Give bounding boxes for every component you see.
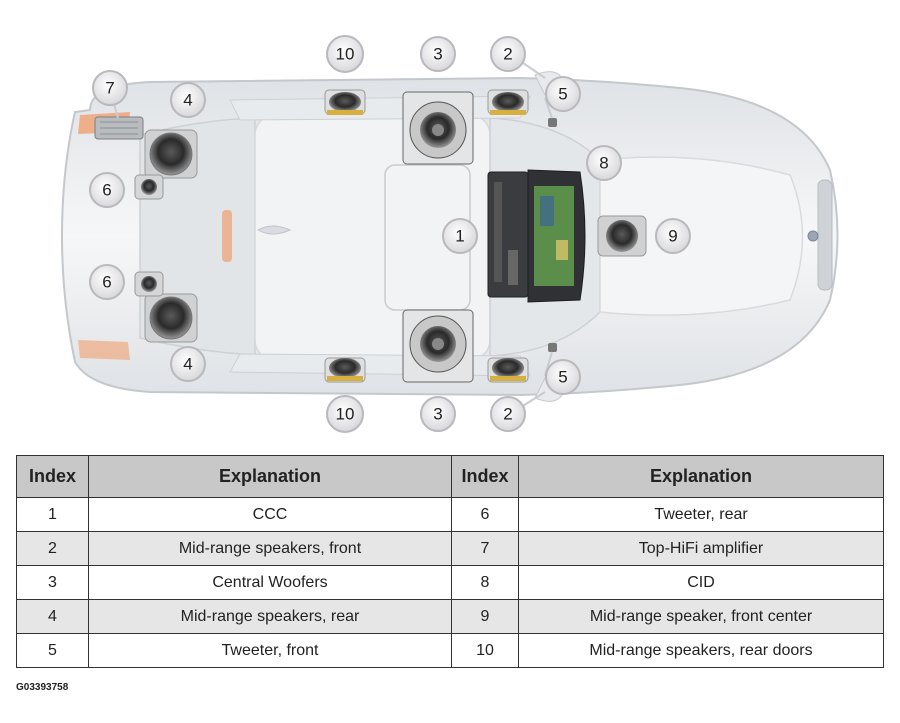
rear-tweeter-bottom	[134, 271, 164, 297]
legend-header-row: Index Explanation Index Explanation	[16, 455, 884, 498]
row-index-right: 6	[451, 497, 519, 532]
row-index-right: 9	[451, 599, 519, 634]
callout-2-top: 2	[490, 36, 526, 72]
cid-display	[527, 169, 586, 303]
svg-text:6: 6	[102, 273, 111, 292]
callout-6-bottom: 6	[89, 264, 125, 300]
row-text-left: Mid-range speakers, front	[88, 531, 452, 566]
callout-6-top: 6	[89, 172, 125, 208]
row-text-right: Mid-range speakers, rear doors	[518, 633, 884, 668]
row-text-left: Central Woofers	[88, 565, 452, 600]
front-tweeter-top	[548, 118, 557, 127]
row-index-left: 5	[16, 633, 89, 668]
car-speaker-diagram: 1 2 2 3 3 4 4 5 5 6 6 7	[60, 35, 839, 433]
row-text-right: Top-HiFi amplifier	[518, 531, 884, 566]
front-midrange-speaker-top	[487, 89, 529, 115]
header-index-right: Index	[451, 455, 519, 498]
svg-text:3: 3	[433, 405, 442, 424]
row-index-right: 10	[451, 633, 519, 668]
svg-text:5: 5	[558, 85, 567, 104]
header-explanation-right: Explanation	[518, 455, 884, 498]
header-explanation-left: Explanation	[88, 455, 452, 498]
row-text-right: Mid-range speaker, front center	[518, 599, 884, 634]
rear-door-speaker-bottom	[324, 357, 366, 383]
svg-text:10: 10	[336, 45, 355, 64]
brand-logo-icon	[807, 230, 819, 242]
svg-text:6: 6	[102, 181, 111, 200]
row-index-right: 7	[451, 531, 519, 566]
table-row: 1 CCC 6 Tweeter, rear	[16, 497, 884, 532]
rear-midrange-speaker-bottom	[144, 293, 198, 343]
callout-5-bottom: 5	[545, 359, 581, 395]
svg-text:5: 5	[558, 368, 567, 387]
front-center-speaker	[597, 215, 647, 257]
legend-table: Index Explanation Index Explanation 1 CC…	[16, 455, 884, 668]
svg-text:2: 2	[503, 45, 512, 64]
svg-text:1: 1	[455, 227, 464, 246]
central-woofer-top	[402, 91, 474, 165]
ccc-head-unit	[487, 171, 529, 298]
table-row: 4 Mid-range speakers, rear 9 Mid-range s…	[16, 599, 884, 634]
top-hifi-amplifier	[94, 116, 144, 140]
row-text-left: CCC	[88, 497, 452, 532]
callout-3-top: 3	[420, 36, 456, 72]
front-midrange-speaker-bottom	[487, 357, 529, 383]
row-index-left: 3	[16, 565, 89, 600]
front-tweeter-bottom	[548, 343, 557, 352]
svg-text:8: 8	[599, 154, 608, 173]
callout-8: 8	[586, 145, 622, 181]
callout-4-bottom: 4	[170, 346, 206, 382]
row-index-left: 2	[16, 531, 89, 566]
callout-1: 1	[442, 218, 478, 254]
callout-7: 7	[92, 70, 128, 106]
row-index-left: 1	[16, 497, 89, 532]
row-index-left: 4	[16, 599, 89, 634]
rear-midrange-speaker-top	[144, 129, 198, 179]
svg-text:7: 7	[105, 79, 114, 98]
row-text-right: Tweeter, rear	[518, 497, 884, 532]
table-row: 2 Mid-range speakers, front 7 Top-HiFi a…	[16, 531, 884, 566]
callout-5-top: 5	[545, 76, 581, 112]
callout-2-bottom: 2	[490, 396, 526, 432]
svg-text:2: 2	[503, 405, 512, 424]
header-index-left: Index	[16, 455, 89, 498]
svg-text:9: 9	[668, 227, 677, 246]
row-text-left: Mid-range speakers, rear	[88, 599, 452, 634]
rear-tweeter-top	[134, 174, 164, 200]
callout-9: 9	[655, 218, 691, 254]
callout-4-top: 4	[170, 82, 206, 118]
svg-text:4: 4	[183, 355, 192, 374]
figure-code: G03393758	[16, 682, 69, 693]
svg-text:10: 10	[336, 405, 355, 424]
row-text-left: Tweeter, front	[88, 633, 452, 668]
central-woofer-bottom	[402, 309, 474, 383]
svg-text:4: 4	[183, 91, 192, 110]
row-text-right: CID	[518, 565, 884, 600]
callout-10-bottom: 10	[326, 395, 364, 433]
table-row: 3 Central Woofers 8 CID	[16, 565, 884, 600]
row-index-right: 8	[451, 565, 519, 600]
callout-3-bottom: 3	[420, 396, 456, 432]
svg-text:3: 3	[433, 45, 442, 64]
rear-door-speaker-top	[324, 89, 366, 115]
callout-10-top: 10	[326, 35, 364, 73]
table-row: 5 Tweeter, front 10 Mid-range speakers, …	[16, 633, 884, 668]
